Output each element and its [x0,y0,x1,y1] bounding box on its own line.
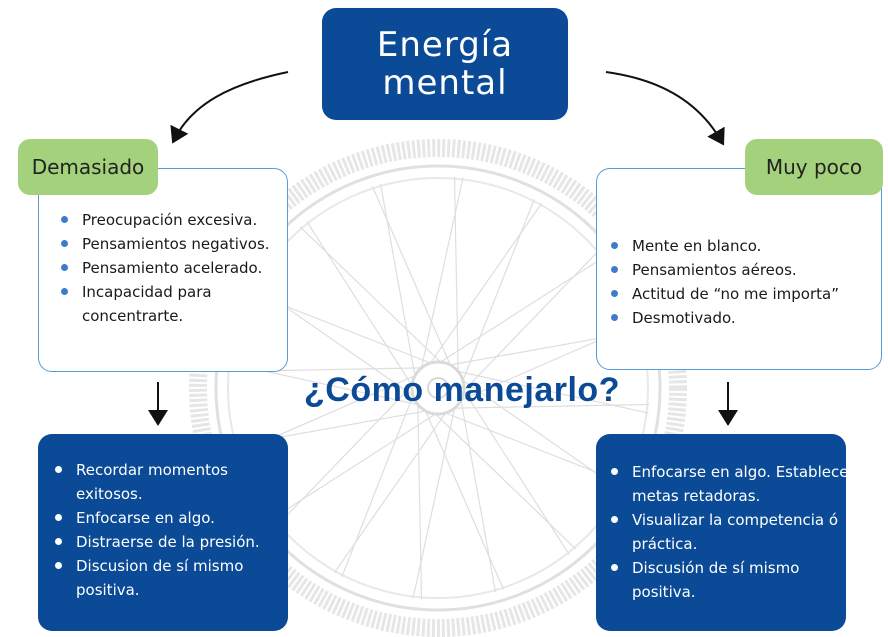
list-item: Desmotivado. [606,306,880,330]
wheel-spoke [433,256,605,367]
strategies-box-right [596,434,846,631]
central-question: ¿Cómo manejarlo? [304,371,620,409]
curved-arrow-left [170,71,289,144]
bullet-icon [61,240,68,247]
wheel-spoke [446,403,650,409]
list-item: Discusión de sí mismo positiva. [606,556,832,604]
item-text: Preocupación excesiva. [82,211,258,229]
bullet-icon [611,266,618,273]
bullet-icon [55,562,62,569]
list-item: Pensamiento acelerado. [56,256,286,280]
wheel-spoke [459,392,497,593]
wheel-spoke [459,198,535,389]
bullet-icon [611,314,618,321]
wheel-spoke [425,202,543,371]
item-text: Enfocarse en algo. [76,509,215,527]
bullet-icon [61,264,68,271]
bullet-icon [55,466,62,473]
item-text: Pensamientos negativos. [82,235,270,253]
bullet-icon [55,538,62,545]
item-text: Recordar momentos exitosos. [76,461,228,503]
wheel-spoke [421,403,505,590]
wheel-spoke [379,183,417,384]
wheel-spoke [371,186,455,373]
strategies-list-left: Recordar momentos exitosos. Enfocarse en… [50,458,284,602]
item-text: Actitud de “no me importa” [632,285,839,303]
wheel-spoke [450,369,649,414]
list-item: Preocupación excesiva. [56,208,286,232]
strategies-box-left [38,434,288,631]
item-text: Visualizar la competencia ó práctica. [632,511,839,553]
item-text: Discusion de sí mismo positiva. [76,557,244,599]
wheel-spoke [437,409,628,485]
item-text: Enfocarse en algo. Establecer metas reta… [632,463,855,505]
list-item: Enfocarse en algo. [50,506,284,530]
list-item: Visualizar la competencia ó práctica. [606,508,842,556]
wheel-spoke [271,409,443,520]
item-text: Distraerse de la presión. [76,533,260,551]
bullet-icon [611,242,618,249]
symptoms-list-left: Preocupación excesiva. Pensamientos nega… [56,208,286,328]
wheel-spoke [333,405,451,574]
wheel-spoke [417,396,423,600]
bullet-icon [611,290,618,297]
list-item: Enfocarse en algo. Establecer metas reta… [606,460,857,508]
symptoms-box-left [38,168,288,372]
list-item: Mente en blanco. [606,234,880,258]
tag-muy-poco: Muy poco [745,139,883,195]
wheel-spoke [299,226,447,369]
title-line-2: mental [382,63,508,103]
wheel-spoke [419,177,464,376]
wheel-spoke [412,400,457,599]
wheel-spoke [453,176,459,380]
curved-arrow-right [605,71,725,146]
list-item: Pensamientos negativos. [56,232,286,256]
tag-demasiado: Demasiado [18,139,158,195]
wheel-spoke [276,379,419,527]
list-item: Pensamientos aéreos. [606,258,880,282]
bullet-icon [61,216,68,223]
symptoms-box-right [596,168,882,370]
list-item: Distraerse de la presión. [50,530,284,554]
bullet-icon [611,564,618,571]
item-text: Discusión de sí mismo positiva. [632,559,800,601]
list-item: Recordar momentos exitosos. [50,458,266,506]
list-item: Incapacidad para concentrarte. [56,280,232,328]
wheel-spoke [429,407,577,550]
wheel-spoke [341,387,417,578]
bullet-icon [55,514,62,521]
item-text: Desmotivado. [632,309,736,327]
bullet-icon [611,516,618,523]
symptoms-list-right: Mente en blanco. Pensamientos aéreos. Ac… [606,234,880,330]
bullet-icon [611,468,618,475]
item-text: Mente en blanco. [632,237,762,255]
item-text: Pensamiento acelerado. [82,259,263,277]
list-item: Actitud de “no me importa” [606,282,880,306]
wheel-spoke [306,221,417,393]
wheel-spoke [457,249,600,397]
item-text: Pensamientos aéreos. [632,261,797,279]
wheel-spoke [455,375,624,493]
wheel-spoke [459,383,570,555]
bullet-icon [61,288,68,295]
title-box: Energía mental [322,8,568,120]
item-text: Incapacidad para concentrarte. [82,283,212,325]
strategies-list-right: Enfocarse en algo. Establecer metas reta… [606,460,855,604]
list-item: Discusion de sí mismo positiva. [50,554,276,602]
bicycle-wheel-icon [189,139,687,637]
title-line-1: Energía [376,25,514,65]
